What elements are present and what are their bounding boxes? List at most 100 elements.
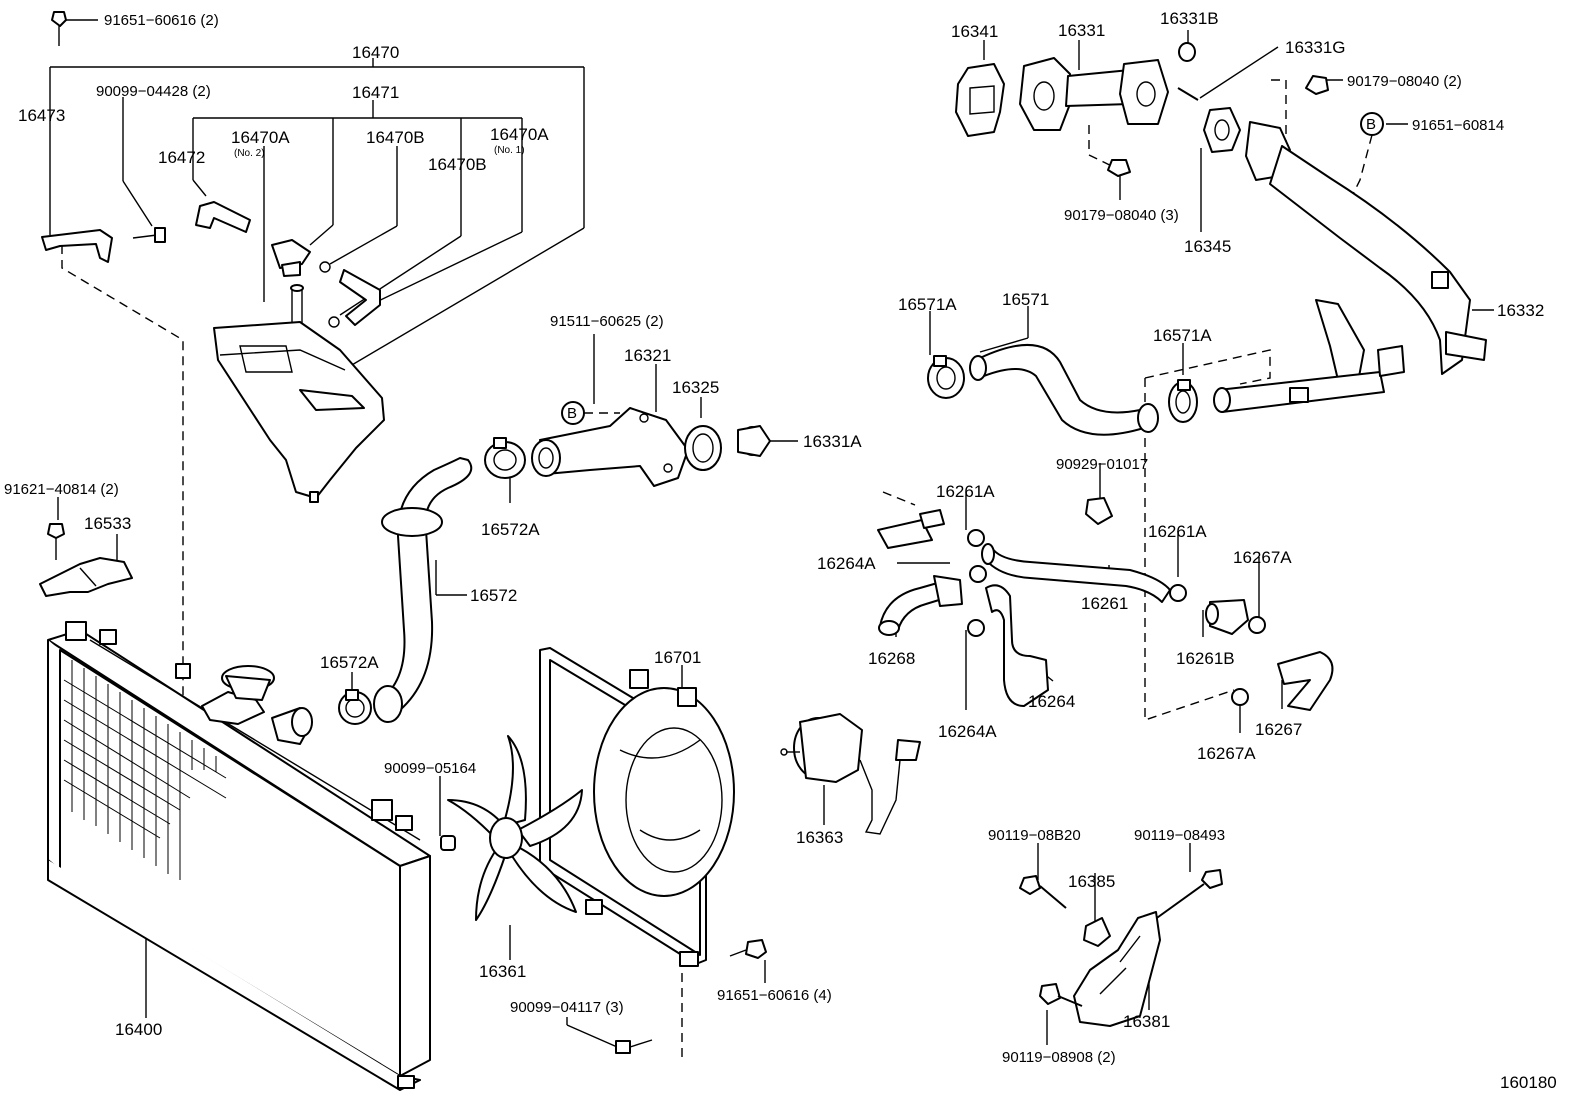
bracket-16533 (39, 557, 133, 597)
nut-icon (1305, 75, 1329, 95)
water-pipe-16332 (1213, 121, 1487, 413)
label-16261: 16261 (1081, 594, 1128, 613)
label-16473: 16473 (18, 106, 65, 125)
label-90119-08908-2: 90119−08908 (2) (1002, 1049, 1116, 1066)
label-16331A: 16331A (803, 432, 862, 451)
bolt-icon (1019, 875, 1067, 909)
label-16264A-a: 16264A (817, 554, 876, 573)
tube-16470A (339, 269, 381, 326)
label-16264A-b: 16264A (938, 722, 997, 741)
bolt-icon (47, 523, 65, 560)
label-16572A-a: 16572A (481, 520, 540, 539)
svg-text:B: B (1366, 116, 1376, 133)
marker-b-icon: B (561, 401, 620, 425)
bolt-icon (132, 227, 166, 243)
clamp-icon (338, 689, 372, 725)
label-90119-08B20: 90119−08B20 (988, 827, 1081, 844)
label-16268: 16268 (868, 649, 915, 668)
bracket-16381 (1073, 911, 1161, 1027)
label-90099-04428-2: 90099−04428 (2) (96, 83, 211, 100)
label-16261B: 16261B (1176, 649, 1235, 668)
nut-icon (440, 835, 456, 851)
label-16267A-a: 16267A (1233, 548, 1292, 567)
water-outlet-16321 (531, 407, 689, 487)
label-16572: 16572 (470, 586, 517, 605)
label-16470A-no1: 16470A (490, 125, 549, 144)
label-16264: 16264 (1028, 692, 1075, 711)
bolt-icon (51, 11, 67, 46)
hose-16572 (373, 457, 473, 723)
label-16332: 16332 (1497, 301, 1544, 320)
label-16472: 16472 (158, 148, 205, 167)
label-16571A-b: 16571A (1153, 326, 1212, 345)
label-16321: 16321 (624, 346, 671, 365)
label-16571: 16571 (1002, 290, 1049, 309)
label-91651-60814: 91651−60814 (1412, 117, 1504, 134)
label-16331: 16331 (1058, 21, 1105, 40)
label-91621-40814-2: 91621−40814 (2) (4, 481, 119, 498)
label-91651-60616-2: 91651−60616 (2) (104, 12, 219, 29)
marker-b-icon: B (1349, 112, 1384, 201)
bracket-16473 (41, 229, 113, 263)
label-16571A-a: 16571A (898, 295, 957, 314)
thermostat-16331A (737, 425, 771, 457)
label-16267A-b: 16267A (1197, 744, 1256, 763)
gasket-16345 (1203, 107, 1241, 153)
bolt-icon (615, 1039, 653, 1054)
label-16341: 16341 (951, 22, 998, 41)
label-90119-08493: 90119−08493 (1134, 827, 1225, 844)
reservoir-tank-16470 (213, 284, 385, 503)
label-90179-08040-2: 90179−08040 (2) (1347, 73, 1462, 90)
leader-lines (49, 19, 1494, 1051)
clamp-icon (927, 355, 965, 399)
clip-90929-01017 (1085, 497, 1113, 525)
hose-16268 (878, 575, 963, 636)
hose-16264 (985, 584, 1049, 707)
label-16261A-a: 16261A (936, 482, 995, 501)
nut-icon (1107, 159, 1131, 177)
svg-text:B: B (567, 405, 577, 422)
label-16400: 16400 (115, 1020, 162, 1039)
hose-16267 (1277, 651, 1334, 711)
label-90929-01017: 90929−01017 (1056, 456, 1148, 473)
label-16261A-b: 16261A (1148, 522, 1207, 541)
diagram-number: 160180 (1500, 1073, 1557, 1092)
label-16470B-b: 16470B (428, 155, 487, 174)
water-inlet-16331 (1019, 57, 1169, 131)
o-ring-icon (319, 261, 340, 328)
label-16701: 16701 (654, 648, 701, 667)
gasket-16341 (955, 63, 1005, 137)
label-16331B: 16331B (1160, 9, 1219, 28)
bolt-icon (1153, 869, 1223, 921)
label-16361: 16361 (479, 962, 526, 981)
clamp-icon (484, 437, 526, 479)
label-16470: 16470 (352, 43, 399, 62)
label-16533: 16533 (84, 514, 131, 533)
pipe-ends (877, 509, 945, 549)
hose-16472 (195, 201, 251, 233)
clamp-icon (967, 529, 1266, 706)
label-no1: (No. 1) (494, 145, 525, 156)
label-16470A-no2: 16470A (231, 128, 290, 147)
gasket-16325 (684, 425, 722, 471)
label-16267: 16267 (1255, 720, 1302, 739)
bolt-icon (729, 939, 767, 959)
label-90179-08040-3: 90179−08040 (3) (1064, 207, 1179, 224)
label-90099-04117-3: 90099−04117 (3) (510, 999, 624, 1016)
label-90099-05164: 90099−05164 (384, 760, 476, 777)
stud-16331G (1177, 87, 1199, 101)
plug-16331B (1178, 42, 1196, 62)
fitting-16261B (1205, 599, 1249, 635)
fan-16361 (447, 735, 583, 921)
label-16345: 16345 (1184, 237, 1231, 256)
label-91511-60625-2: 91511−60625 (2) (550, 313, 664, 330)
hose-16571 (969, 344, 1159, 436)
bolt-icon (1039, 983, 1083, 1007)
label-16471: 16471 (352, 83, 399, 102)
label-16470B-a: 16470B (366, 128, 425, 147)
label-16325: 16325 (672, 378, 719, 397)
part-labels: 91651−60616 (2) 16470 90099−04428 (2) 16… (4, 9, 1557, 1092)
label-16331G: 16331G (1285, 38, 1346, 57)
label-16363: 16363 (796, 828, 843, 847)
